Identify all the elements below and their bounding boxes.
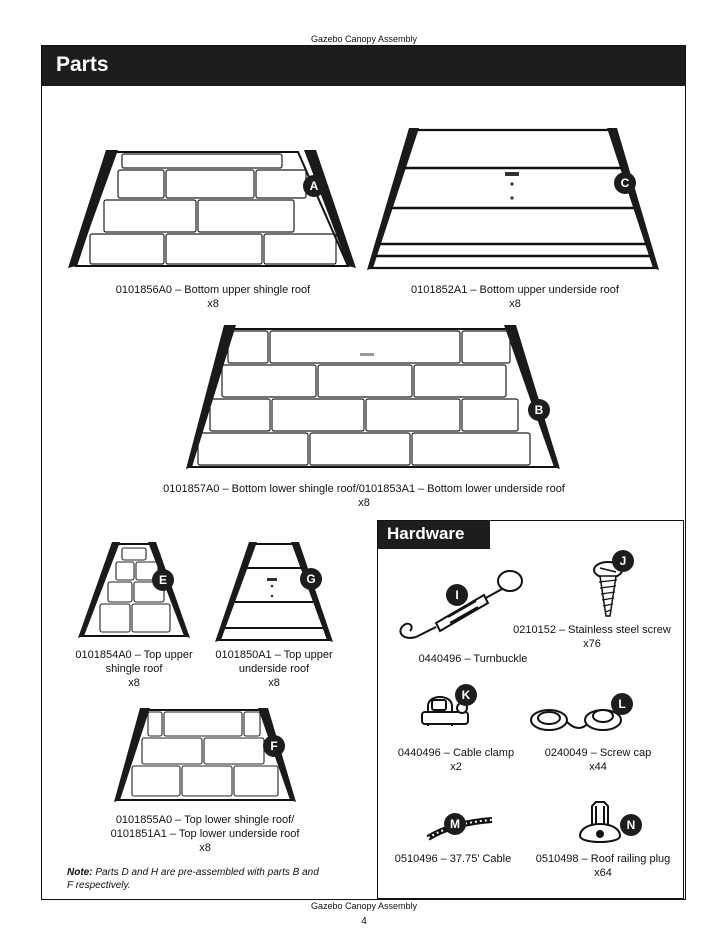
- part-g-code-line2: underside roof: [238, 663, 310, 675]
- part-b-qty: x8: [358, 497, 370, 509]
- hardware-frame: [377, 520, 684, 899]
- railing-plug-caption: 0510498 – Roof railing plug x64: [524, 852, 682, 880]
- part-a-badge: A: [303, 175, 325, 197]
- cable-label: 0510496 – 37.75' Cable: [394, 853, 512, 865]
- railing-plug-qty: x64: [594, 867, 612, 879]
- cable-clamp-icon: [421, 696, 469, 726]
- hardware-k-badge: K: [455, 684, 477, 706]
- cable-clamp-label: 0440496 – Cable clamp: [397, 747, 515, 759]
- part-f-caption: 0101855A0 – Top lower shingle roof/ 0101…: [95, 813, 315, 855]
- railing-plug-label: 0510498 – Roof railing plug: [535, 853, 671, 865]
- part-a-caption: 0101856A0 – Bottom upper shingle roof x8: [82, 283, 344, 311]
- part-a-code: 0101856A0 – Bottom upper shingle roof: [115, 284, 311, 296]
- screw-cap-qty: x44: [589, 761, 607, 773]
- hardware-m-badge: M: [444, 813, 466, 835]
- hardware-l-badge: L: [611, 693, 633, 715]
- part-g-badge: G: [300, 568, 322, 590]
- part-a-qty: x8: [207, 298, 219, 310]
- parts-title: Parts: [56, 53, 109, 76]
- parts-frame: [41, 45, 686, 900]
- part-c-caption: 0101852A1 – Bottom upper underside roof …: [384, 283, 646, 311]
- part-b-code: 0101857A0 – Bottom lower shingle roof/01…: [163, 483, 565, 495]
- footer-title: Gazebo Canopy Assembly: [310, 901, 418, 911]
- part-g-code-line1: 0101850A1 – Top upper: [215, 649, 333, 661]
- cable-clamp-caption: 0440496 – Cable clamp x2: [388, 746, 524, 774]
- part-c-badge: C: [614, 172, 636, 194]
- part-f-qty: x8: [199, 842, 211, 854]
- part-g-illustration: [215, 542, 333, 642]
- turnbuckle-label: 0440496 – Turnbuckle: [418, 653, 528, 665]
- hardware-title: Hardware: [387, 524, 465, 543]
- screw-cap-icon: [530, 709, 622, 731]
- screw-cap-caption: 0240049 – Screw cap x44: [530, 746, 666, 774]
- hardware-n-badge: N: [620, 814, 642, 836]
- hardware-i-badge: I: [446, 584, 468, 606]
- part-e-badge: E: [152, 569, 174, 591]
- part-e-caption: 0101854A0 – Top upper shingle roof x8: [60, 648, 208, 690]
- part-c-qty: x8: [509, 298, 521, 310]
- header-title: Gazebo Canopy Assembly: [310, 34, 418, 44]
- part-f-badge: F: [263, 735, 285, 757]
- part-f-code-line2: 0101851A1 – Top lower underside roof: [110, 828, 300, 840]
- part-a-illustration: [68, 150, 356, 268]
- page-number: 4: [361, 916, 367, 927]
- part-e-code-line1: 0101854A0 – Top upper: [75, 649, 193, 661]
- screw-label: 0210152 – Stainless steel screw: [513, 624, 671, 636]
- part-b-caption: 0101857A0 – Bottom lower shingle roof/01…: [110, 482, 618, 510]
- railing-plug-icon: [578, 801, 622, 843]
- part-g-qty: x8: [268, 677, 280, 689]
- part-b-badge: B: [528, 399, 550, 421]
- cable-clamp-qty: x2: [450, 761, 462, 773]
- part-c-illustration: [367, 128, 659, 270]
- part-e-qty: x8: [128, 677, 140, 689]
- part-e-illustration: [78, 542, 190, 638]
- note-text: Parts D and H are pre-assembled with par…: [67, 867, 319, 891]
- part-c-code: 0101852A1 – Bottom upper underside roof: [411, 284, 619, 296]
- hardware-j-badge: J: [612, 550, 634, 572]
- part-f-code-line1: 0101855A0 – Top lower shingle roof/: [115, 814, 295, 826]
- turnbuckle-icon: [399, 570, 523, 639]
- parts-title-bar: Parts: [42, 46, 685, 86]
- note-label: Note:: [67, 867, 93, 878]
- screw-caption: 0210152 – Stainless steel screw x76: [506, 623, 678, 651]
- part-e-code-line2: shingle roof: [105, 663, 163, 675]
- screw-qty: x76: [583, 638, 601, 650]
- part-b-illustration: [186, 325, 560, 469]
- assembly-note: Note: Parts D and H are pre-assembled wi…: [67, 866, 327, 892]
- part-g-caption: 0101850A1 – Top upper underside roof x8: [204, 648, 344, 690]
- hardware-title-bar: Hardware: [378, 521, 490, 549]
- screw-cap-label: 0240049 – Screw cap: [544, 747, 652, 759]
